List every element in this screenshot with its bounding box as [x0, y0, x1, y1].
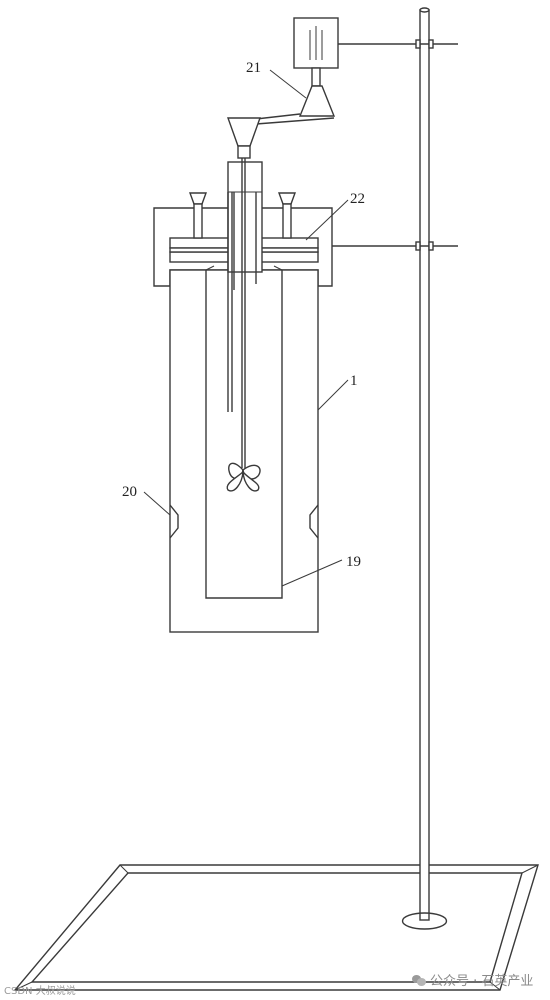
lower-clamp — [332, 241, 458, 251]
label-vessel: 1 — [350, 373, 358, 389]
watermark-right-text: 公众号 · 石英产业 — [430, 974, 534, 989]
motor-funnel — [255, 85, 336, 125]
side-ports — [169, 504, 319, 539]
motor-box — [293, 17, 339, 87]
lid-screw-right — [278, 192, 296, 239]
inner-tube — [205, 265, 283, 599]
stand-pole — [401, 7, 448, 930]
label-inner-tube: 19 — [346, 554, 361, 570]
base-plate — [13, 864, 539, 991]
watermark-right: 公众号 · 石英产业 — [412, 970, 533, 989]
label-motor: 21 — [246, 60, 261, 76]
watermark-left: CSDN 大叔说说 — [4, 986, 76, 997]
impeller — [226, 462, 261, 492]
leader-lines — [143, 69, 349, 587]
stirrer-coupling — [227, 117, 261, 159]
label-side-port: 20 — [122, 484, 137, 500]
upper-clamp — [338, 39, 458, 49]
lid-screw-left — [189, 192, 207, 239]
label-lid: 22 — [350, 191, 365, 207]
stirring-shaft — [241, 158, 246, 468]
wechat-icon — [412, 974, 426, 986]
vessel-body — [169, 247, 319, 633]
